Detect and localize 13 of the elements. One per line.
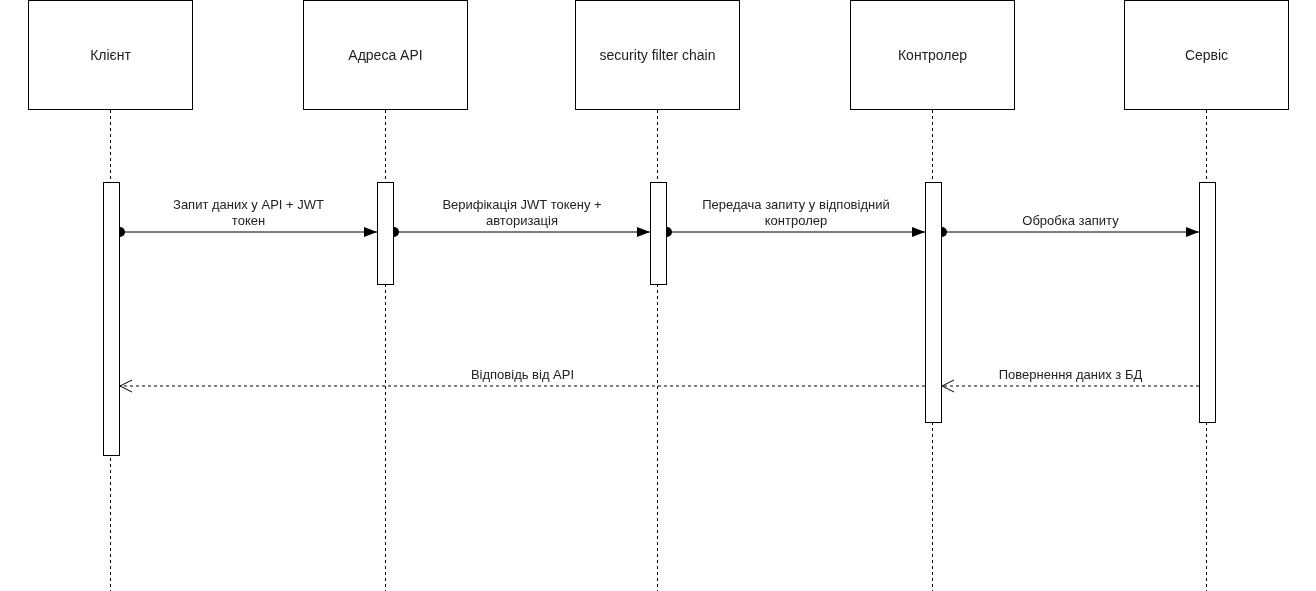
participant-box: security filter chain [575, 0, 740, 110]
participant-box: Адреса API [303, 0, 468, 110]
participant-box: Сервіс [1124, 0, 1289, 110]
edge-label: Передача запиту у відповідний контролер [701, 197, 891, 229]
activation-bar [925, 182, 942, 423]
activation-bar [377, 182, 394, 285]
arrow [941, 379, 1200, 393]
participant-box: Клієнт [28, 0, 193, 110]
activation-bar [650, 182, 667, 285]
activation-bar [1199, 182, 1216, 423]
activation-bar [103, 182, 120, 456]
arrow [119, 379, 926, 393]
participant-box: Контролер [850, 0, 1015, 110]
